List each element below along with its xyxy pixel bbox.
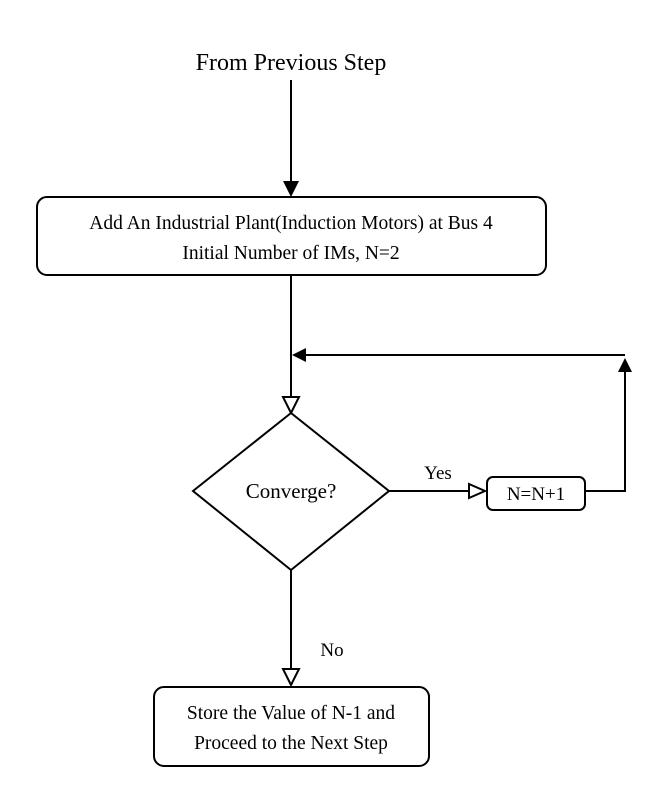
process-box-line1: Add An Industrial Plant(Induction Motors… bbox=[89, 213, 493, 234]
yes-label: Yes bbox=[424, 463, 452, 484]
decision-label: Converge? bbox=[246, 479, 337, 503]
start-arrow-head bbox=[283, 181, 299, 197]
process-box-line2: Initial Number of IMs, N=2 bbox=[182, 243, 399, 264]
loop-up-line bbox=[585, 372, 626, 492]
no-label: No bbox=[320, 640, 343, 661]
no-branch-arrow-head bbox=[281, 668, 301, 688]
start-label: From Previous Step bbox=[196, 50, 387, 76]
increment-box-label: N=N+1 bbox=[507, 484, 565, 505]
decision-entry-arrow-head bbox=[281, 396, 301, 416]
yes-branch-arrow-head bbox=[468, 482, 488, 500]
loop-return-arrow-head bbox=[292, 348, 306, 362]
end-box-line2: Proceed to the Next Step bbox=[194, 733, 388, 754]
loop-up-arrow-head bbox=[618, 358, 632, 372]
increment-box bbox=[486, 476, 586, 511]
end-box bbox=[153, 686, 430, 767]
end-box-line1: Store the Value of N-1 and bbox=[187, 703, 395, 724]
